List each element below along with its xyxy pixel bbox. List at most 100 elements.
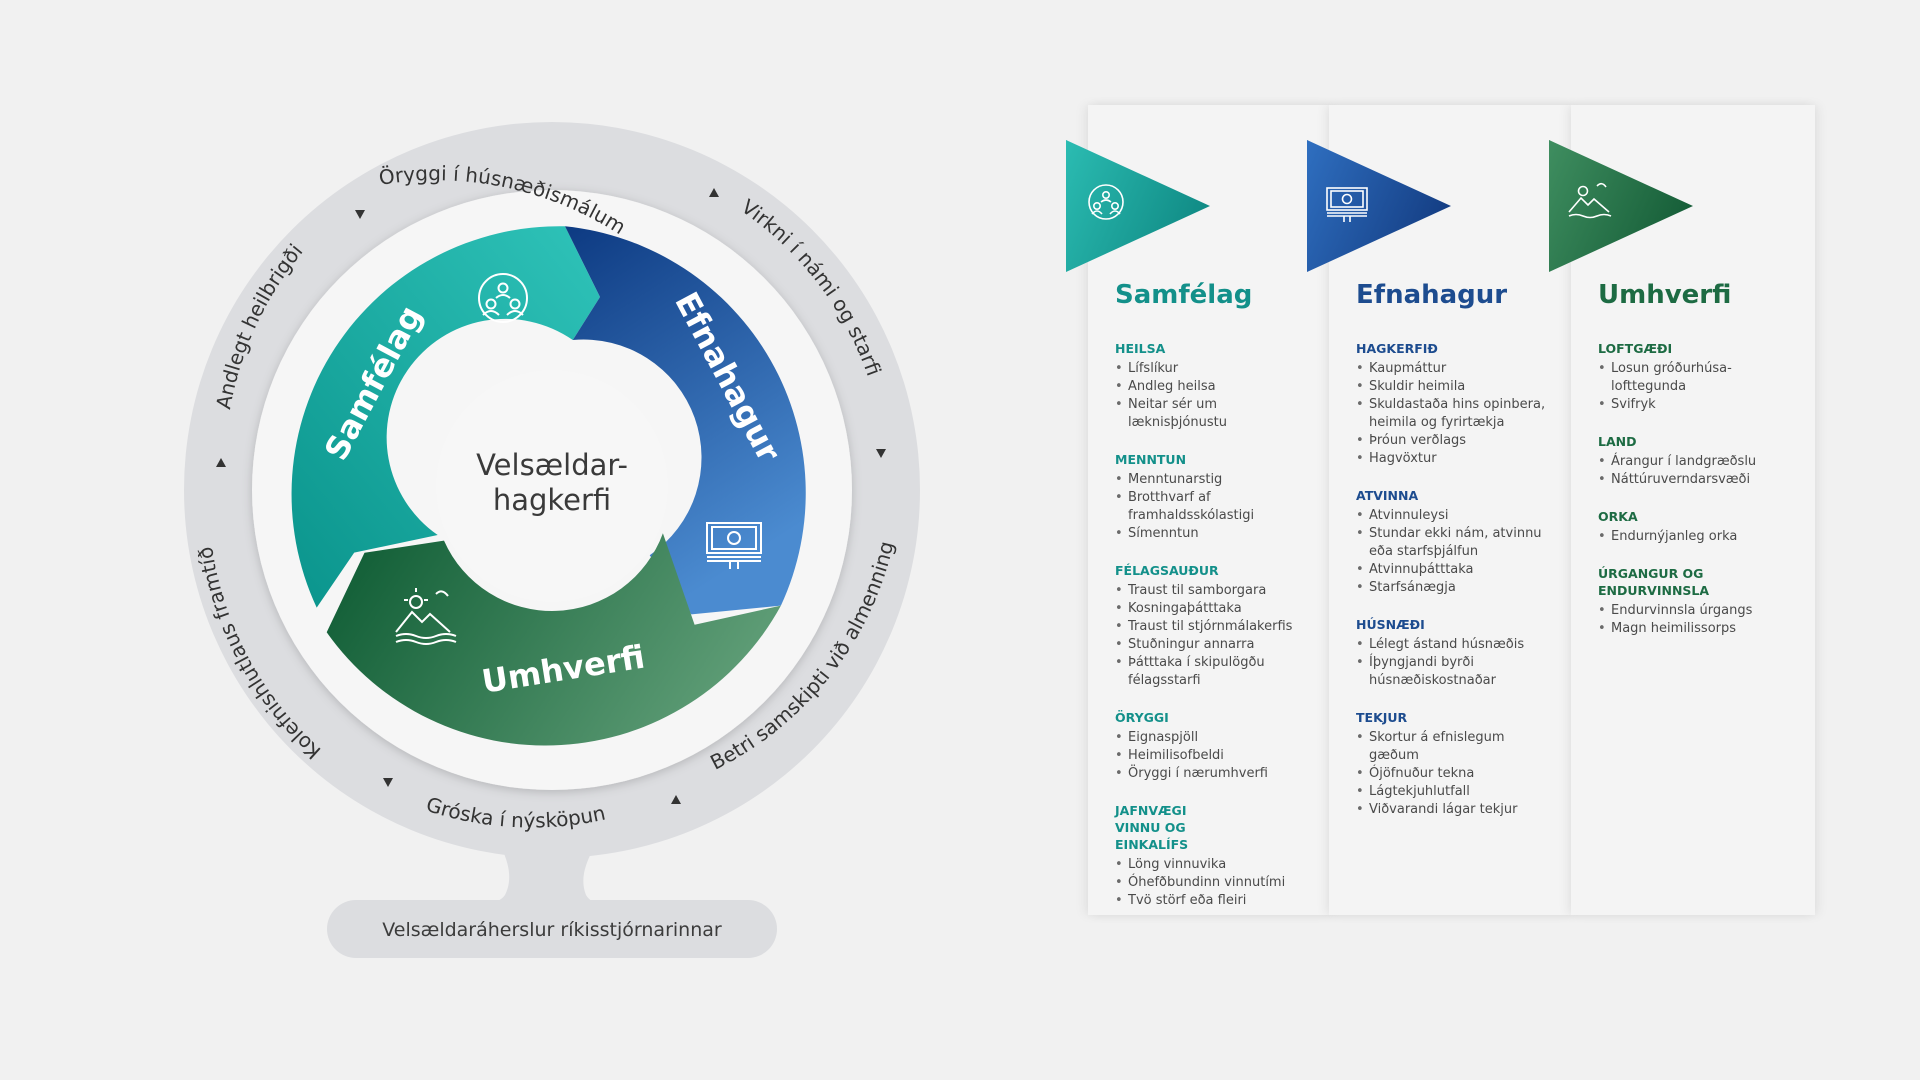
indicator-section: ORKA Endurnýjanleg orka [1598, 508, 1798, 546]
base-label: Velsældaráherslur ríkisstjórnarinnar [382, 919, 722, 941]
indicator-item: Íþyngjandi byrði húsnæðiskostnaðar [1356, 654, 1556, 690]
indicator-item: Skortur á efnislegum gæðum [1356, 729, 1556, 765]
column-indicators: LOFTGÆÐI Losun gróðurhúsa-lofttegundaSvif… [1598, 340, 1798, 657]
indicator-section: MENNTUNMenntunarstigBrotthvarf af framha… [1115, 451, 1315, 543]
indicator-item: Þróun verðlags [1356, 432, 1556, 450]
indicator-section: ÖRYGGI EignaspjöllHeimilisofbeldiÖryggi í… [1115, 709, 1315, 783]
indicator-section: FÉLAGSAUÐUR Traust til samborgaraKosninga… [1115, 562, 1315, 690]
indicator-item: Lífslíkur [1115, 360, 1315, 378]
indicator-item: Stuðningur annarra [1115, 636, 1315, 654]
indicator-section: ATVINNA AtvinnuleysiStundar ekki nám, atv… [1356, 487, 1556, 597]
column-title: Efnahagur [1356, 280, 1508, 310]
center-label-line2: hagkerfi [493, 483, 611, 517]
indicator-item: Náttúruverndarsvæði [1598, 471, 1798, 489]
indicator-list: Traust til samborgaraKosningaþátttakaTra… [1115, 582, 1315, 690]
indicator-list: Endurvinnsla úrgangsMagn heimilissorps [1598, 602, 1798, 638]
indicator-item: Menntunarstig [1115, 471, 1315, 489]
indicator-item: Magn heimilissorps [1598, 620, 1798, 638]
indicator-item: Lágtekjuhlutfall [1356, 783, 1556, 801]
indicator-list: MenntunarstigBrotthvarf af framhaldsskól… [1115, 471, 1315, 543]
indicator-item: Ójöfnuður tekna [1356, 765, 1556, 783]
indicator-item: Atvinnuleysi [1356, 507, 1556, 525]
flag-umhverfi [1549, 140, 1693, 272]
column-title: Samfélag [1115, 280, 1253, 310]
indicator-item: Símenntun [1115, 525, 1315, 543]
indicator-section: HEILSA LífslíkurAndleg heilsaNeitar sér u… [1115, 340, 1315, 432]
section-heading: HEILSA [1115, 341, 1166, 356]
section-heading: ORKA [1598, 509, 1638, 524]
section-heading: ÖRYGGI [1115, 710, 1169, 725]
people-icon [1088, 184, 1124, 220]
arrow-down-icon [876, 449, 886, 466]
indicator-item: Kosningaþátttaka [1115, 600, 1315, 618]
money-icon [1326, 187, 1368, 222]
indicator-item: Endurnýjanleg orka [1598, 528, 1798, 546]
indicator-section: LAND Árangur í landgræðsluNáttúruverndars… [1598, 433, 1798, 489]
segment-samfelag [291, 226, 600, 608]
column-title: Umhverfi [1598, 280, 1732, 310]
indicator-item: Tvö störf eða fleiri [1115, 892, 1315, 910]
indicator-section: ÚRGANGUR OG ENDURVINNSLA Endurvinnsla úrg… [1598, 565, 1798, 638]
indicator-section: LOFTGÆÐI Losun gróðurhúsa-lofttegundaSvif… [1598, 340, 1798, 414]
indicator-item: Svifryk [1598, 396, 1798, 414]
indicator-item: Stundar ekki nám, atvinnu eða starfsþjál… [1356, 525, 1556, 561]
indicator-list: EignaspjöllHeimilisofbeldiÖryggi í nærum… [1115, 729, 1315, 783]
indicator-item: Starfsánægja [1356, 579, 1556, 597]
indicator-list: AtvinnuleysiStundar ekki nám, atvinnu eð… [1356, 507, 1556, 597]
center-label-line1: Velsældar- [476, 448, 628, 482]
arrow-up-icon [709, 188, 719, 197]
indicator-list: Löng vinnuvikaÓhefðbundinn vinnutímiTvö … [1115, 856, 1315, 910]
indicator-list: KaupmátturSkuldir heimilaSkuldastaða hin… [1356, 360, 1556, 468]
section-heading: LOFTGÆÐI [1598, 341, 1673, 356]
people-icon [478, 273, 528, 323]
section-heading: HAGKERFIÐ [1356, 341, 1438, 356]
indicator-list: Losun gróðurhúsa-lofttegundaSvifryk [1598, 360, 1798, 414]
indicator-item: Viðvarandi lágar tekjur [1356, 801, 1556, 819]
indicator-item: Neitar sér um læknisþjónustu [1115, 396, 1315, 432]
section-heading: FÉLAGSAUÐUR [1115, 563, 1219, 578]
indicator-list: Lélegt ástand húsnæðisÍþyngjandi byrði h… [1356, 636, 1556, 690]
indicator-section: HAGKERFIÐ KaupmátturSkuldir heimilaSkulda… [1356, 340, 1556, 468]
section-heading: ÚRGANGUR OG ENDURVINNSLA [1598, 566, 1710, 598]
indicator-section: TEKJUR Skortur á efnislegum gæðumÓjöfnuðu… [1356, 709, 1556, 819]
indicator-item: Eignaspjöll [1115, 729, 1315, 747]
flag-efnahagur [1307, 140, 1451, 272]
indicator-item: Lélegt ástand húsnæðis [1356, 636, 1556, 654]
indicator-item: Traust til stjórnmálakerfis [1115, 618, 1315, 636]
flag-samfélag [1066, 140, 1210, 272]
indicator-item: Þátttaka í skipulögðu félagsstarfi [1115, 654, 1315, 690]
indicator-item: Löng vinnuvika [1115, 856, 1315, 874]
section-heading: TEKJUR [1356, 710, 1408, 725]
column-indicators: HEILSA LífslíkurAndleg heilsaNeitar sér u… [1115, 340, 1315, 929]
indicator-section: JAFNVÆGI VINNU OG EINKALÍFSLöng vinnuvik… [1115, 802, 1315, 910]
landscape-icon [1568, 182, 1612, 219]
indicator-item: Traust til samborgara [1115, 582, 1315, 600]
section-heading: HÚSNÆÐI [1356, 617, 1425, 632]
landscape-icon [395, 588, 457, 645]
wellbeing-wheel: Velsældaráherslur ríkisstjórnarinnar Öry… [184, 122, 920, 958]
indicator-item: Andleg heilsa [1115, 378, 1315, 396]
indicator-item: Endurvinnsla úrgangs [1598, 602, 1798, 620]
indicator-list: LífslíkurAndleg heilsaNeitar sér um lækn… [1115, 360, 1315, 432]
indicator-item: Árangur í landgræðslu [1598, 453, 1798, 471]
indicator-list: Árangur í landgræðsluNáttúruverndarsvæði [1598, 453, 1798, 489]
indicator-list: Endurnýjanleg orka [1598, 528, 1798, 546]
indicator-item: Skuldastaða hins opinbera, heimila og fy… [1356, 396, 1556, 432]
center-circle [436, 370, 668, 602]
arrow-up-icon [671, 786, 681, 804]
indicator-item: Óhefðbundinn vinnutími [1115, 874, 1315, 892]
section-heading: ATVINNA [1356, 488, 1419, 503]
column-indicators: HAGKERFIÐ KaupmátturSkuldir heimilaSkulda… [1356, 340, 1556, 838]
arrow-down-icon [383, 778, 393, 787]
segment-umhverfi [326, 533, 781, 746]
section-heading: LAND [1598, 434, 1637, 449]
indicator-item: Skuldir heimila [1356, 378, 1556, 396]
segment-efnahagur [565, 226, 806, 615]
indicator-item: Hagvöxtur [1356, 450, 1556, 468]
base-label-box: Velsældaráherslur ríkisstjórnarinnar [327, 900, 777, 958]
arrow-down-icon [355, 210, 365, 219]
indicator-list: Skortur á efnislegum gæðumÓjöfnuður tekn… [1356, 729, 1556, 819]
indicator-item: Losun gróðurhúsa-lofttegunda [1598, 360, 1798, 396]
indicator-item: Brotthvarf af framhaldsskólastigi [1115, 489, 1315, 525]
indicator-item: Öryggi í nærumhverfi [1115, 765, 1315, 783]
